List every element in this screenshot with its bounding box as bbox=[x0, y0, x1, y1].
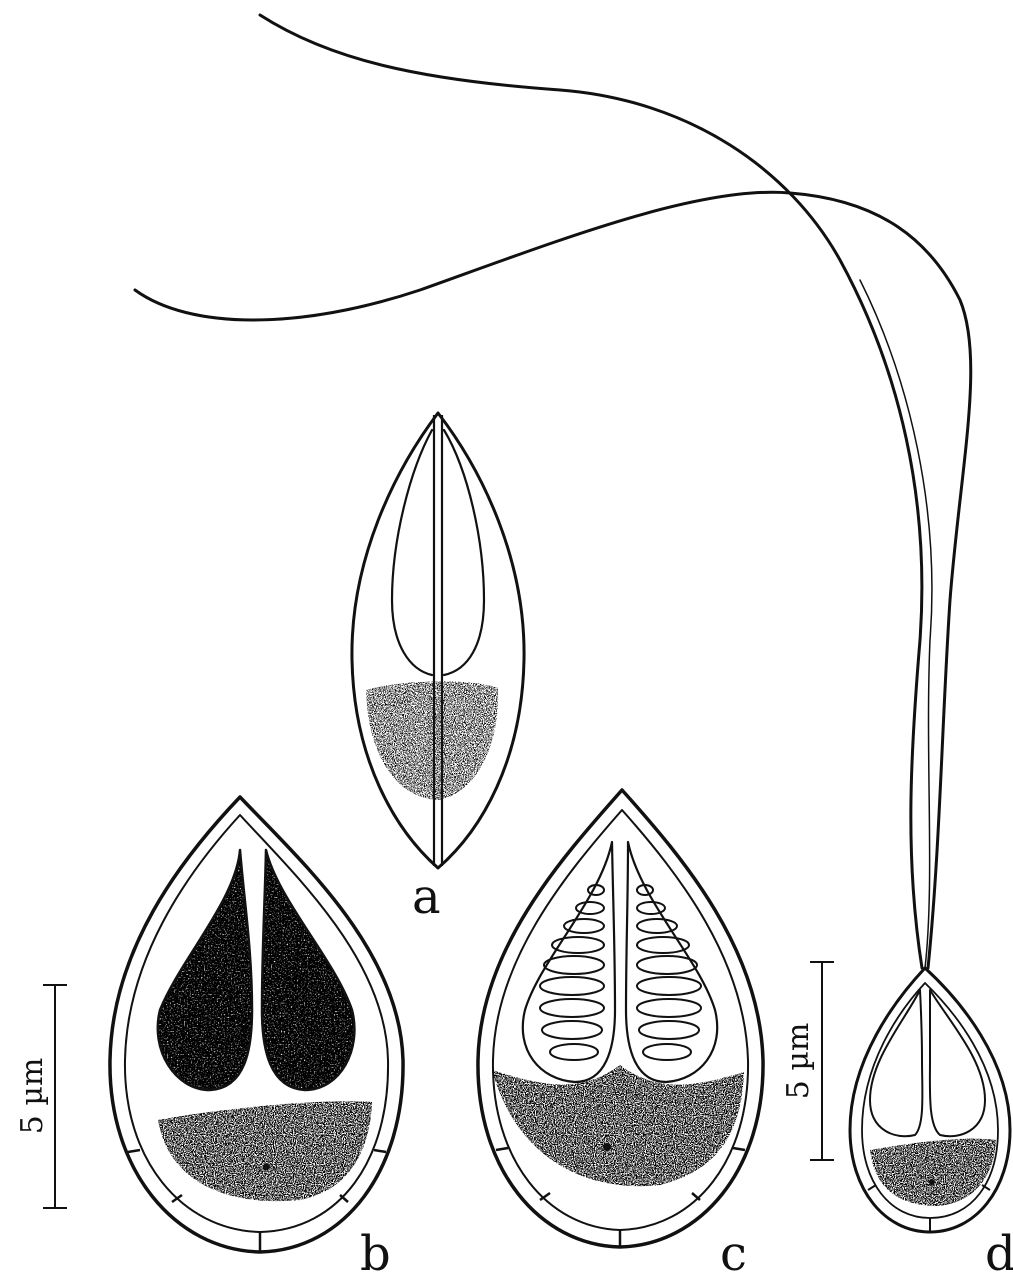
spore-d-capsule-left bbox=[870, 990, 922, 1136]
filament-2 bbox=[135, 192, 971, 968]
spore-b-capsule-right bbox=[262, 850, 354, 1090]
panel-label-d: d bbox=[985, 1226, 1013, 1275]
spore-d-nucleus bbox=[929, 1179, 935, 1185]
spore-b-sporoplasm bbox=[158, 1101, 372, 1201]
spore-c-sporoplasm bbox=[492, 1065, 744, 1186]
spore-a-capsule bbox=[392, 430, 432, 675]
panel-label-b: b bbox=[360, 1226, 391, 1275]
spore-a bbox=[352, 413, 524, 868]
spore-a-sporoplasm bbox=[366, 681, 498, 800]
spore-a-capsule-r bbox=[444, 430, 484, 675]
spore-b-nucleus bbox=[263, 1164, 270, 1171]
spore-b: b bbox=[110, 797, 403, 1275]
spore-c: c bbox=[478, 790, 763, 1275]
panel-label-a: a bbox=[412, 869, 441, 925]
spore-c-coil-left bbox=[540, 885, 604, 1060]
polar-filaments bbox=[135, 15, 971, 968]
spore-b-capsule-left bbox=[158, 850, 252, 1090]
spore-c-coil-right bbox=[637, 885, 701, 1060]
panel-label-c: c bbox=[720, 1226, 747, 1275]
scale-bar-bc-text: 5 µm bbox=[15, 1058, 50, 1135]
spore-c-nucleus bbox=[603, 1143, 611, 1151]
spore-d-capsule-right bbox=[930, 990, 985, 1136]
spore-d: d bbox=[850, 968, 1013, 1275]
scale-bar-d-text: 5 µm bbox=[781, 1023, 816, 1100]
